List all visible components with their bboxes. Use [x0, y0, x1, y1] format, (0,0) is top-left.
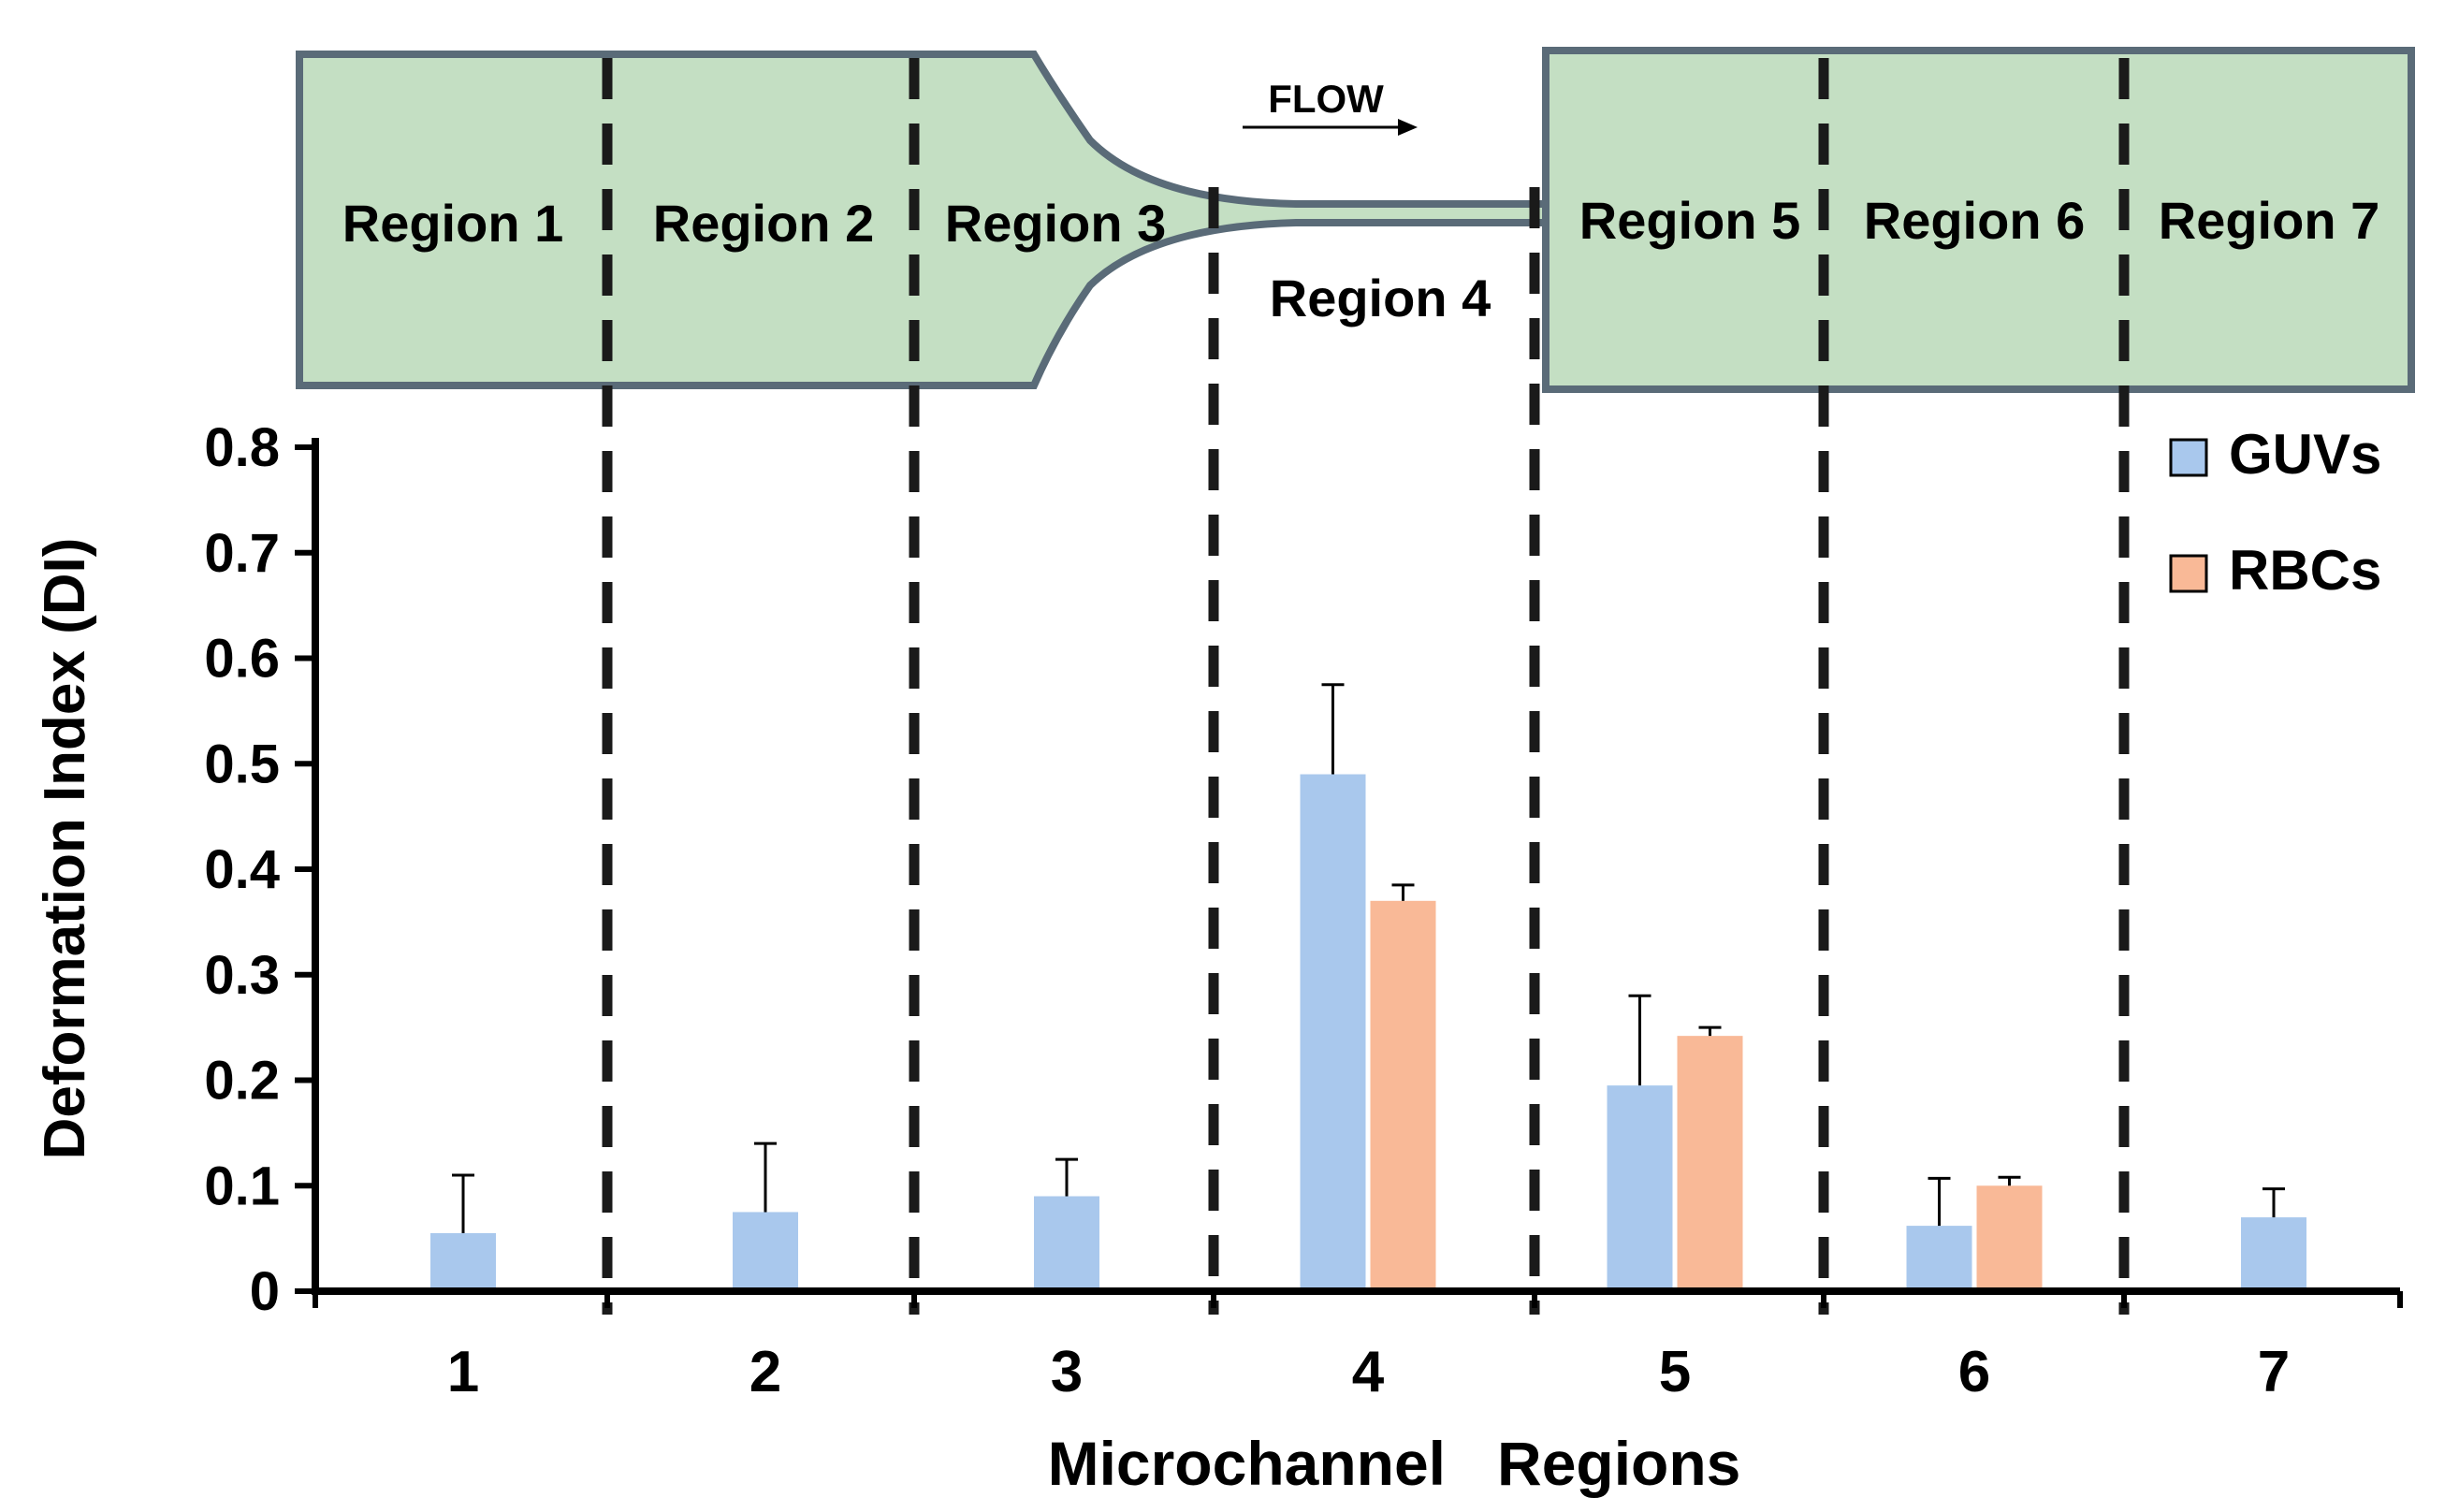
x-tick-label-4: 4 — [1352, 1340, 1385, 1404]
y-tick-label-0: 0 — [250, 1261, 280, 1322]
region-label-4: Region 4 — [1270, 269, 1491, 327]
region-label-6: Region 6 — [1864, 191, 2085, 250]
legend-label-rbcs: RBCs — [2229, 539, 2381, 602]
y-tick-label-5: 0.5 — [204, 734, 280, 794]
flow-label: FLOW — [1268, 77, 1384, 121]
y-tick-label-8: 0.8 — [204, 417, 280, 478]
x-tick-label-2: 2 — [749, 1340, 781, 1404]
channel-outlet-section — [1542, 47, 2415, 393]
y-tick-label-1: 0.1 — [204, 1156, 280, 1216]
bar-guvs-region-3 — [1034, 1196, 1099, 1291]
region-dividers — [602, 58, 2130, 1315]
region-label-2: Region 2 — [653, 194, 874, 253]
region-label-5: Region 5 — [1579, 191, 1800, 250]
bar-guvs-region-5 — [1607, 1085, 1673, 1291]
bar-guvs-region-1 — [430, 1232, 496, 1291]
flow-arrow-icon — [1243, 119, 1418, 136]
y-tick-label-2: 0.2 — [204, 1051, 280, 1112]
region-label-1: Region 1 — [342, 194, 563, 253]
x-tick-label-5: 5 — [1659, 1340, 1691, 1404]
x-tick-label-3: 3 — [1051, 1340, 1083, 1404]
legend-swatch-rbcs — [2169, 554, 2208, 593]
bar-guvs-region-6 — [1906, 1226, 1972, 1291]
y-tick-label-3: 0.3 — [204, 945, 280, 1006]
bar-rbcs-region-4 — [1370, 900, 1436, 1291]
microchannel-schematic: FLOW Region 1 Region 2 Region 3 Region 4… — [296, 47, 2415, 393]
y-axis-label: Deformation Index (DI) — [33, 538, 97, 1160]
region-label-7: Region 7 — [2159, 191, 2379, 250]
bar-rbcs-region-5 — [1677, 1036, 1743, 1291]
legend-label-guvs: GUVs — [2229, 423, 2381, 486]
x-tick-label-1: 1 — [447, 1340, 479, 1404]
bar-chart-plot-area: 0 0.1 0.2 0.3 0.4 0.5 0.6 0.7 0.8 1 2 3 4 5 6 7 GUVsRBC… — [204, 417, 2403, 1404]
region-label-3: Region 3 — [945, 194, 1166, 253]
bar-guvs-region-4 — [1300, 774, 1366, 1291]
y-tick-label-7: 0.7 — [204, 523, 280, 584]
bar-guvs-region-2 — [733, 1212, 798, 1291]
legend-swatch-guvs — [2169, 438, 2208, 477]
y-tick-label-4: 0.4 — [204, 839, 280, 900]
bar-guvs-region-7 — [2241, 1217, 2306, 1291]
x-tick-label-7: 7 — [2258, 1340, 2290, 1404]
y-tick-label-6: 0.6 — [204, 629, 280, 690]
bar-rbcs-region-6 — [1976, 1185, 2043, 1291]
x-tick-label-6: 6 — [1958, 1340, 1990, 1404]
x-axis-label: Microchannel Regions — [1048, 1429, 1741, 1498]
